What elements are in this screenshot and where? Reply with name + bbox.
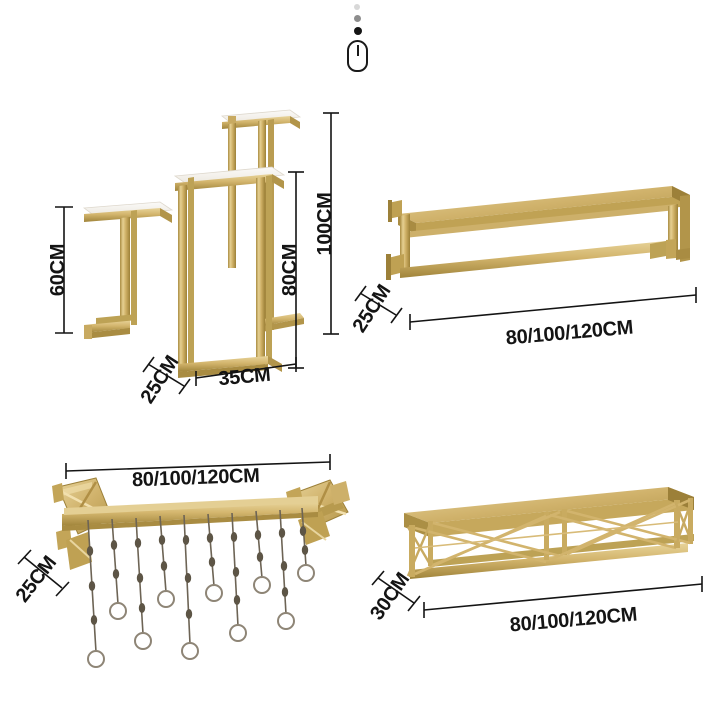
rail-right-bracket bbox=[286, 479, 350, 545]
pedestal-height-small-label: 60CM bbox=[47, 244, 69, 296]
lattice-shelf-width-label: 80/100/120CM bbox=[509, 604, 638, 637]
pedestal-height-large-label: 100CM bbox=[314, 193, 336, 256]
pedestal-stand-short bbox=[82, 201, 174, 339]
rail-width-label: 80/100/120CM bbox=[132, 465, 260, 491]
pedestal-height-medium-label: 80CM bbox=[279, 244, 301, 296]
shelf-width-label: 80/100/120CM bbox=[505, 317, 634, 350]
lattice-shelf-depth-label: 30CM bbox=[366, 569, 414, 624]
shelf-depth-label: 25CM bbox=[349, 281, 396, 337]
rail-dimension-lines bbox=[17, 454, 331, 597]
hanging-chains bbox=[86, 507, 315, 668]
pedestal-stands-drawing bbox=[82, 109, 304, 378]
scroll-dot-solid-icon bbox=[354, 27, 362, 35]
mouse-pointer-icon bbox=[341, 4, 373, 78]
lattice-shelf-dimension-lines bbox=[371, 570, 703, 618]
lattice-shelf-drawing bbox=[404, 487, 694, 579]
pedestal-dimension-lines bbox=[55, 112, 339, 395]
hanging-rail-drawing bbox=[52, 477, 350, 570]
pedestal-stand-medium bbox=[173, 166, 286, 378]
rail-depth-label: 25CM bbox=[12, 552, 61, 607]
scroll-dot-faint-icon bbox=[354, 4, 360, 10]
pedestal-depth-label: 25CM bbox=[137, 352, 184, 408]
scroll-dot-mid-icon bbox=[354, 15, 361, 22]
mouse-body-icon bbox=[347, 40, 368, 72]
pedestal-width-label: 35CM bbox=[218, 364, 272, 390]
shelf-with-towel-bar-drawing bbox=[386, 186, 690, 280]
shelf-dimension-lines bbox=[354, 285, 697, 330]
